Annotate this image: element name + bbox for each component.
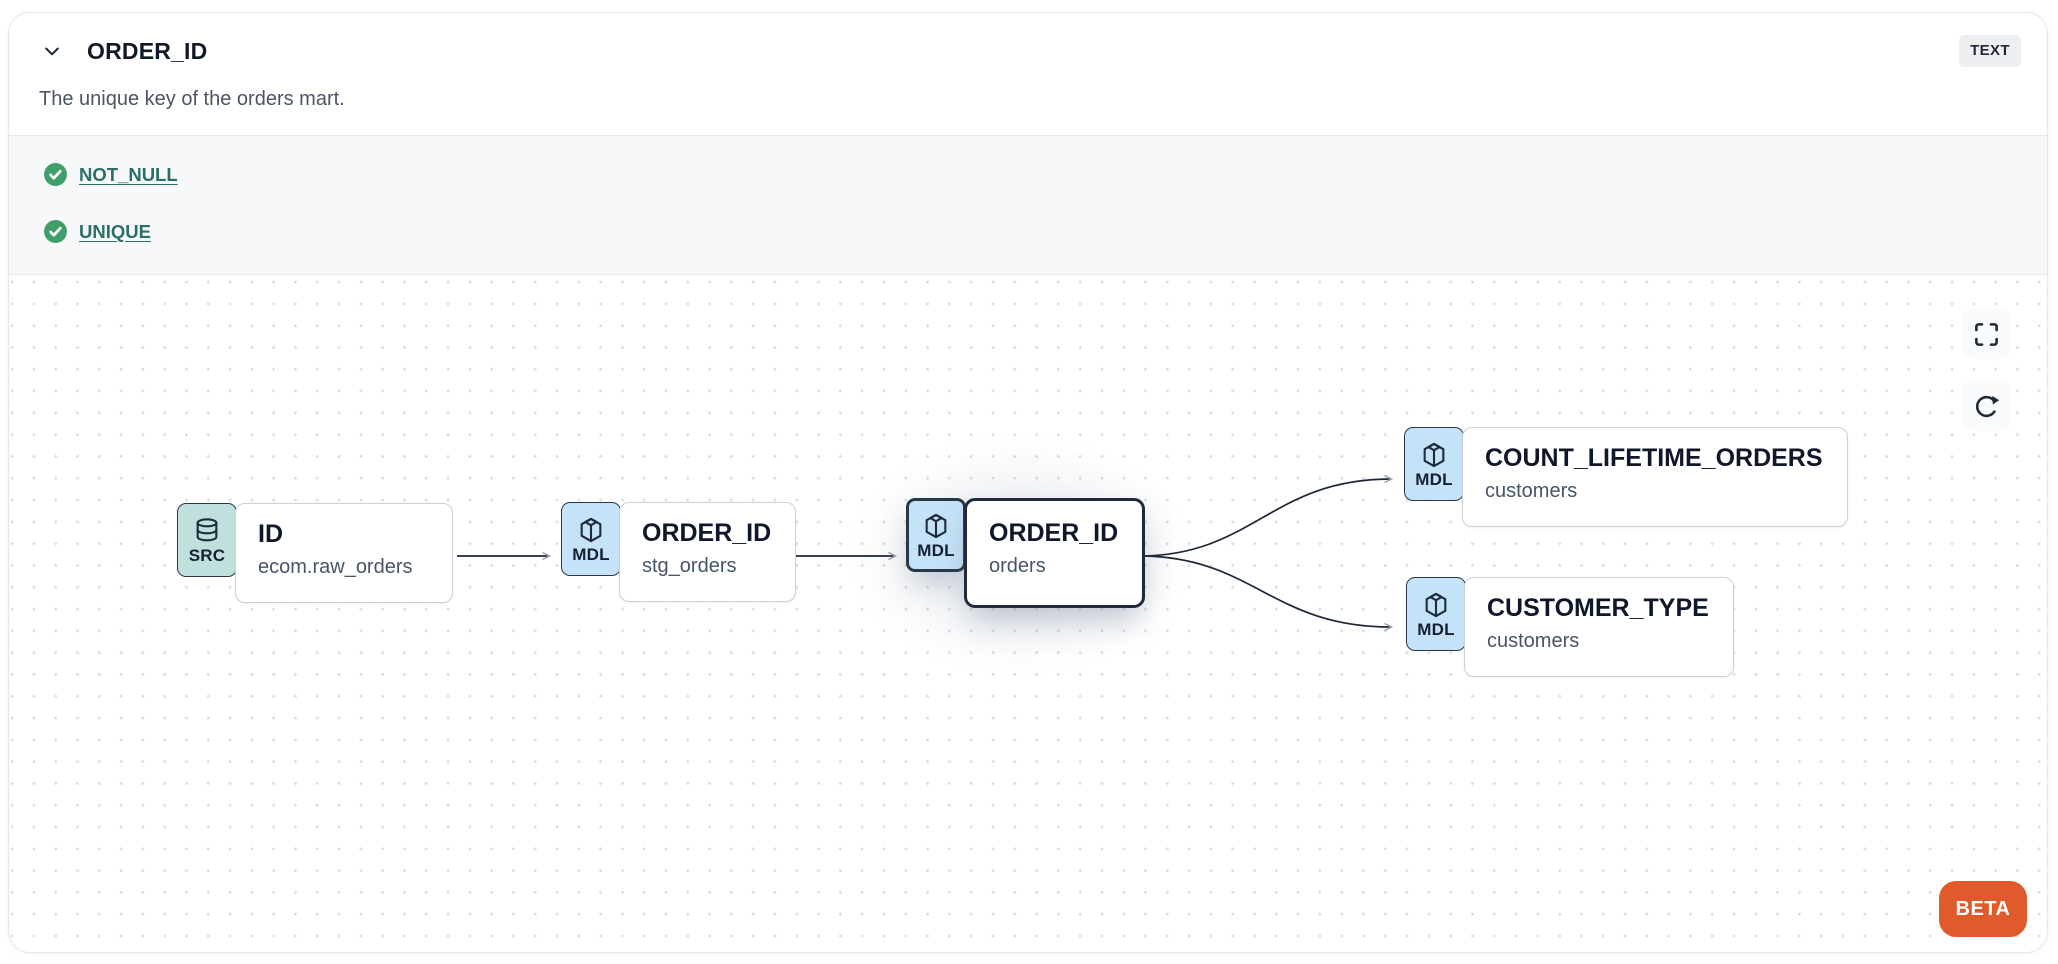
node-title: ORDER_ID xyxy=(989,519,1119,547)
test-link-not-null[interactable]: NOT_NULL xyxy=(79,163,178,185)
test-row: NOT_NULL xyxy=(43,162,2017,187)
collapse-button[interactable] xyxy=(39,38,65,64)
column-type-badge: TEXT xyxy=(1959,35,2021,67)
lineage-node-stg-orders[interactable]: MDL ORDER_ID stg_orders xyxy=(561,502,797,602)
node-card: ORDER_ID stg_orders xyxy=(619,502,797,602)
model-badge: MDL xyxy=(561,502,621,576)
node-subtitle: stg_orders xyxy=(642,555,737,577)
node-subtitle: orders xyxy=(989,555,1046,577)
check-circle-icon xyxy=(43,219,68,244)
column-title: ORDER_ID xyxy=(87,37,208,64)
header: ORDER_ID TEXT The unique key of the orde… xyxy=(9,13,2047,135)
check-circle-icon xyxy=(43,162,68,187)
lineage-canvas[interactable]: SRC ID ecom.raw_orders MDL ORDER_ID stg_… xyxy=(9,275,2047,952)
model-badge: MDL xyxy=(906,498,966,572)
refresh-icon xyxy=(1973,393,2000,420)
node-subtitle: customers xyxy=(1487,630,1580,652)
lineage-edges xyxy=(457,474,1394,632)
node-subtitle: ecom.raw_orders xyxy=(258,556,413,578)
cube-icon xyxy=(922,512,950,540)
badge-label: SRC xyxy=(188,545,226,565)
model-badge: MDL xyxy=(1404,427,1464,501)
edge-orders-to-type xyxy=(1138,555,1394,632)
edge-orders-to-count xyxy=(1138,474,1394,557)
node-card: CUSTOMER_TYPE customers xyxy=(1464,577,1734,677)
badge-label: MDL xyxy=(1415,469,1453,489)
lineage-node-customer-type[interactable]: MDL CUSTOMER_TYPE customers xyxy=(1406,577,1734,677)
cube-icon xyxy=(577,516,605,544)
lineage-node-orders-selected[interactable]: MDL ORDER_ID orders xyxy=(906,498,1146,608)
canvas-overflow-strip xyxy=(8,953,2048,964)
test-row: UNIQUE xyxy=(43,219,2017,244)
database-icon xyxy=(193,517,221,545)
node-title: ID xyxy=(258,520,283,548)
lineage-node-count-lifetime-orders[interactable]: MDL COUNT_LIFETIME_ORDERS customers xyxy=(1404,427,1848,527)
node-title: CUSTOMER_TYPE xyxy=(1487,594,1709,622)
node-subtitle: customers xyxy=(1485,480,1578,502)
refresh-button[interactable] xyxy=(1961,381,2011,431)
source-badge: SRC xyxy=(177,503,237,577)
title-row: ORDER_ID TEXT xyxy=(39,35,2021,67)
badge-label: MDL xyxy=(572,544,610,564)
badge-label: MDL xyxy=(917,540,955,560)
node-card: COUNT_LIFETIME_ORDERS customers xyxy=(1462,427,1848,527)
column-details-card: ORDER_ID TEXT The unique key of the orde… xyxy=(8,12,2048,953)
node-title: ORDER_ID xyxy=(642,519,772,547)
node-card: ORDER_ID orders xyxy=(964,498,1146,608)
node-card: ID ecom.raw_orders xyxy=(235,503,453,603)
fullscreen-icon xyxy=(1973,321,2000,348)
chevron-down-icon xyxy=(42,41,62,61)
fullscreen-button[interactable] xyxy=(1961,309,2011,359)
tests-section: NOT_NULL UNIQUE xyxy=(9,135,2047,275)
cube-icon xyxy=(1420,441,1448,469)
lineage-node-ecom-raw-orders[interactable]: SRC ID ecom.raw_orders xyxy=(177,503,453,603)
test-link-unique[interactable]: UNIQUE xyxy=(79,220,151,242)
model-badge: MDL xyxy=(1406,577,1466,651)
cube-icon xyxy=(1422,591,1450,619)
beta-badge[interactable]: BETA xyxy=(1939,881,2027,937)
column-description: The unique key of the orders mart. xyxy=(39,88,345,110)
badge-label: MDL xyxy=(1417,619,1455,639)
node-title: COUNT_LIFETIME_ORDERS xyxy=(1485,444,1823,472)
